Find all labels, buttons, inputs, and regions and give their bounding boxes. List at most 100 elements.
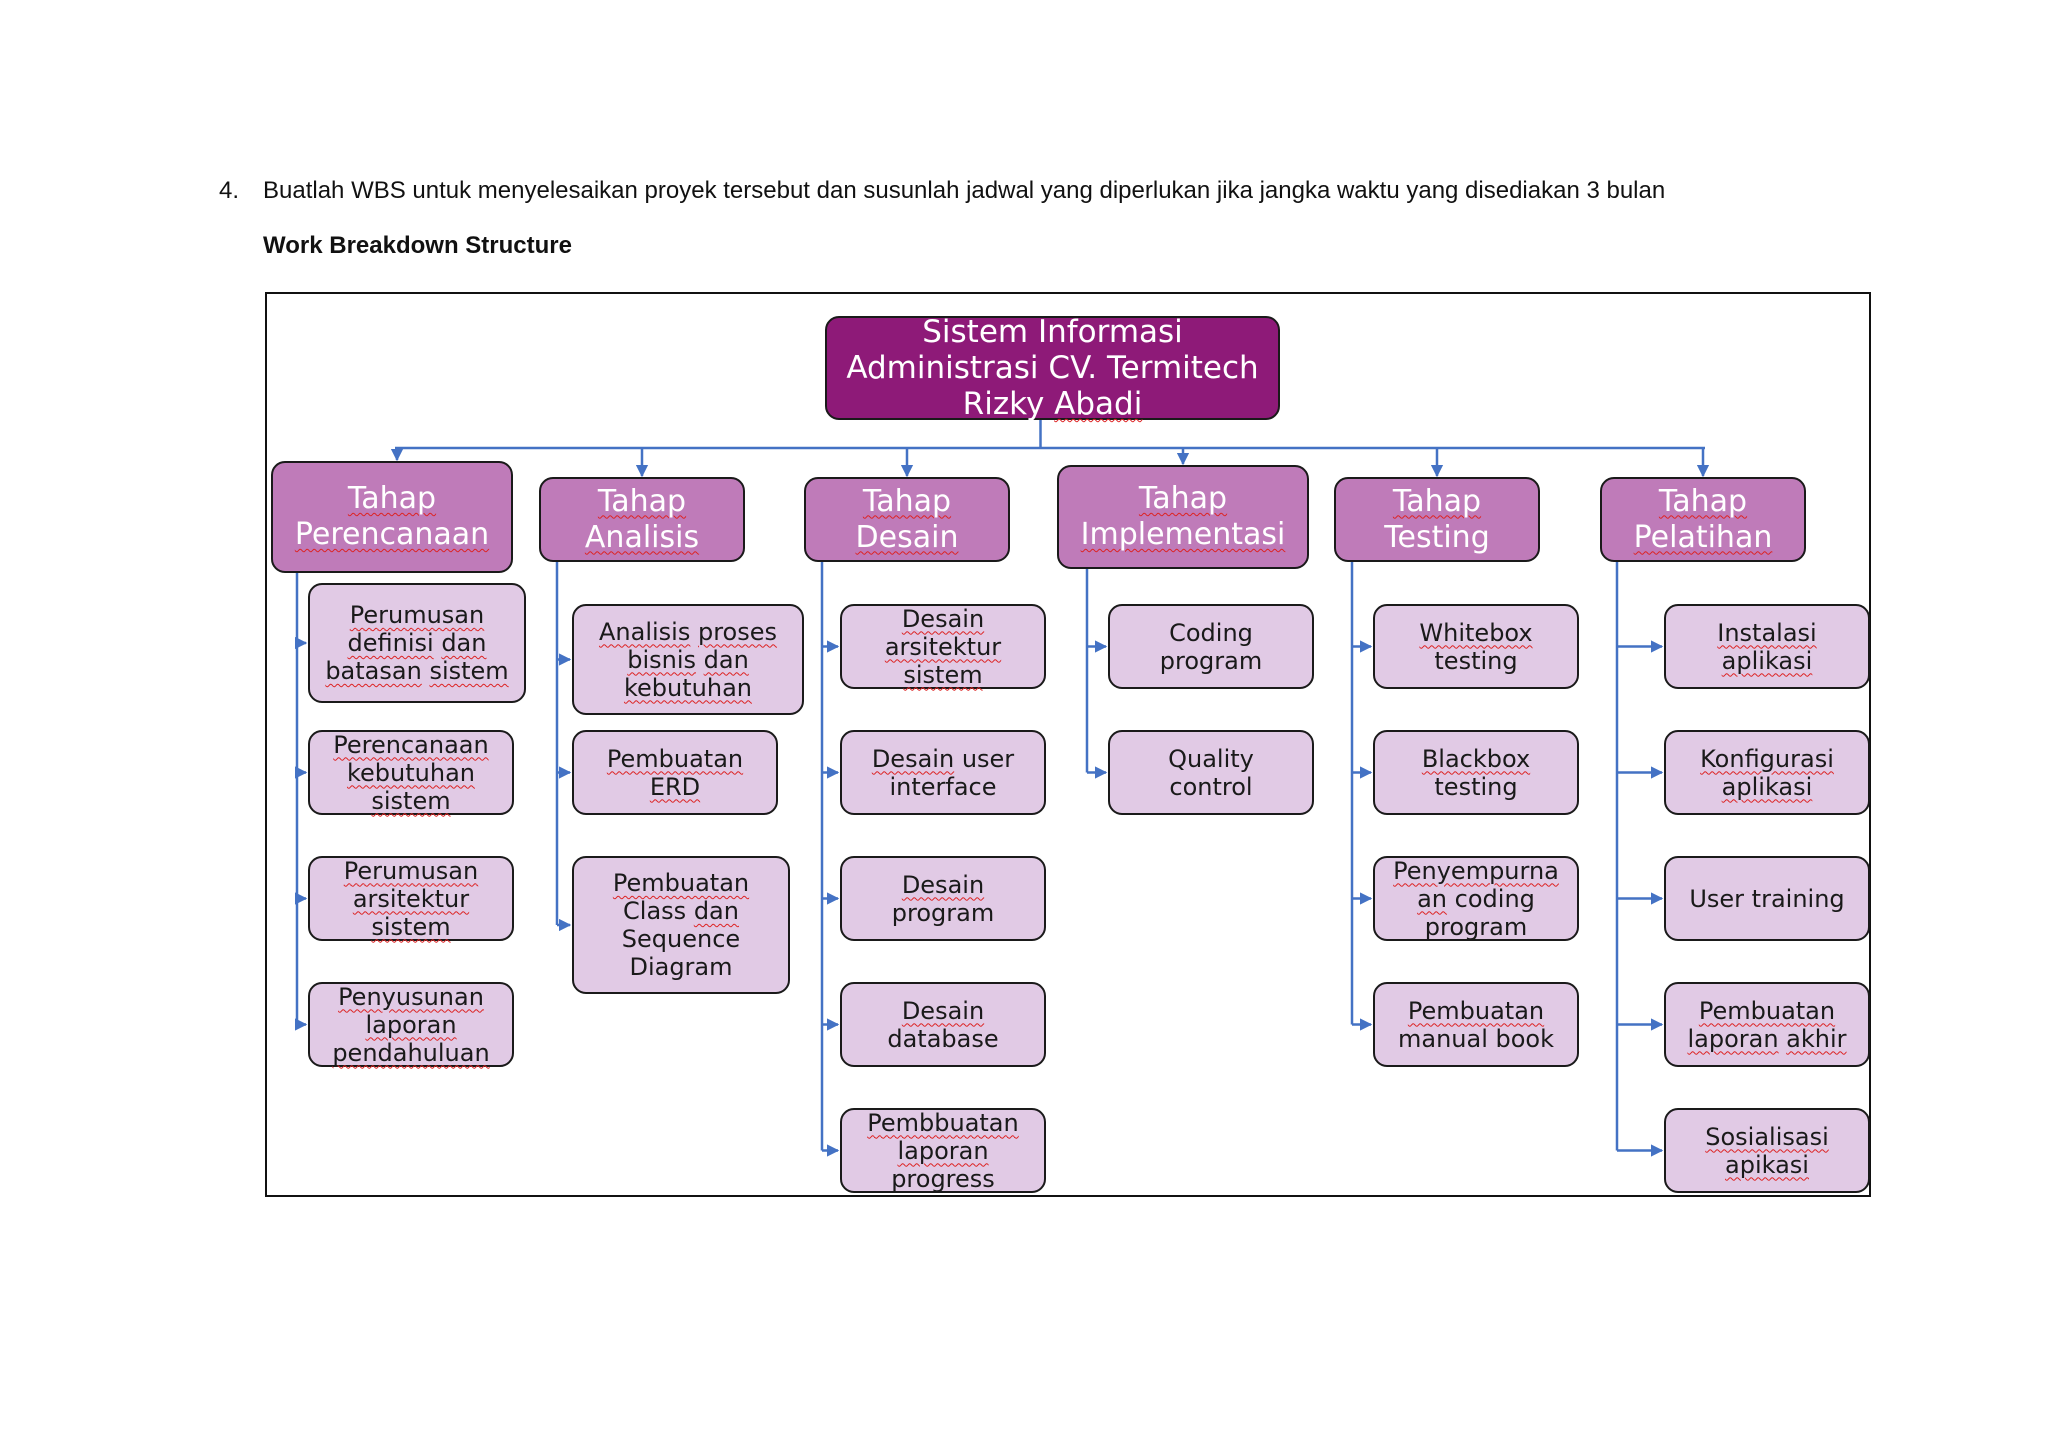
- phase-analisis-line: Analisis: [584, 519, 700, 555]
- phase-implementasi-line: Implementasi: [1080, 517, 1286, 552]
- task-pembuatan-manual-book-line: Pembuatan: [1407, 996, 1545, 1025]
- task-analisis-proses-bisnis-dan-kebutuhan-line: bisnis dan: [627, 645, 749, 674]
- task-perencanaan-kebutuhan-sistem-line: Perencanaan: [333, 730, 489, 759]
- task-analisis-proses-bisnis-dan-kebutuhan-line: Analisis proses: [598, 617, 778, 646]
- task-whitebox-testing-line: testing: [1434, 646, 1518, 675]
- task-pembuatan-laporan-akhir-line: laporan akhir: [1687, 1024, 1847, 1053]
- section-title: Work Breakdown Structure: [263, 232, 572, 259]
- task-instalasi-aplikasi-line: Instalasi: [1717, 618, 1817, 647]
- task-blackbox-testing-line: testing: [1434, 772, 1518, 801]
- task-pembbuatan-laporan-progress-line: laporan: [897, 1136, 989, 1165]
- task-desain-database-line: Desain: [901, 996, 985, 1025]
- task-pembuatan-erd-line: ERD: [649, 772, 701, 801]
- question-number: 4.: [219, 177, 240, 204]
- task-perencanaan-kebutuhan-sistem-line: sistem: [371, 786, 451, 815]
- task-pembuatan-erd-line: Pembuatan: [606, 744, 744, 773]
- task-perumusan-arsitektur-sistem-line: sistem: [371, 912, 451, 941]
- task-penyusunan-laporan-pendahuluan-line: laporan: [365, 1010, 457, 1039]
- task-penyempurna-an-coding-program-line: an coding: [1417, 884, 1535, 913]
- task-pembuatan-laporan-akhir-line: Pembuatan: [1698, 996, 1836, 1025]
- task-perencanaan-kebutuhan-sistem-line: kebutuhan: [346, 758, 475, 787]
- phase-desain-line: Tahap: [862, 483, 952, 519]
- task-penyempurna-an-coding-program-line: Penyempurna: [1393, 856, 1559, 885]
- phase-perencanaan-line: Perencanaan: [294, 517, 490, 552]
- task-pembuatan-class-dan-sequence-diagram-line: Diagram: [629, 953, 733, 981]
- task-penyempurna-an-coding-program-line: program: [1424, 912, 1528, 941]
- task-desain-program-line: Desain: [901, 870, 985, 899]
- task-coding-program-line: Coding: [1169, 618, 1253, 647]
- task-user-training-line: User training: [1689, 884, 1845, 913]
- task-perumusan-arsitektur-sistem-line: arsitektur: [352, 884, 470, 913]
- task-pembuatan-class-dan-sequence-diagram-line: Class dan: [623, 897, 739, 925]
- task-perumusan-arsitektur-sistem-line: Perumusan: [343, 856, 479, 885]
- task-konfigurasi-aplikasi-line: aplikasi: [1721, 772, 1813, 801]
- task-pembuatan-class-dan-sequence-diagram-line: Pembuatan: [612, 869, 750, 897]
- task-user-training: User training: [1664, 856, 1870, 941]
- phase-testing-line: Tahap: [1392, 483, 1482, 519]
- task-perumusan-definisi-dan-batasan-sistem-line: definisi dan: [347, 629, 487, 657]
- task-sosialisasi-apikasi-line: Sosialisasi: [1705, 1122, 1829, 1151]
- task-desain-arsitektur-sistem-line: arsitektur: [884, 632, 1002, 661]
- task-penyusunan-laporan-pendahuluan-line: pendahuluan: [332, 1038, 490, 1067]
- task-desain-arsitektur-sistem-line: Desain: [901, 604, 985, 633]
- phase-desain-line: Desain: [855, 519, 959, 555]
- phase-analisis-line: Tahap: [597, 483, 687, 519]
- root-node-line: Rizky Abadi: [962, 386, 1143, 422]
- task-pembbuatan-laporan-progress-line: progress: [891, 1164, 995, 1193]
- task-whitebox-testing-line: Whitebox: [1419, 618, 1533, 647]
- task-quality-control-line: control: [1169, 772, 1253, 801]
- task-penyusunan-laporan-pendahuluan-line: Penyusunan: [338, 982, 484, 1011]
- task-perumusan-definisi-dan-batasan-sistem-line: Perumusan: [349, 601, 485, 629]
- task-instalasi-aplikasi-line: aplikasi: [1721, 646, 1813, 675]
- root-node-line: Sistem Informasi: [922, 314, 1183, 350]
- task-desain-program-line: program: [891, 898, 995, 927]
- task-sosialisasi-apikasi-line: apikasi: [1725, 1150, 1809, 1179]
- task-desain-user-interface-line: Desain user: [871, 744, 1015, 773]
- phase-pelatihan-line: Tahap: [1658, 483, 1748, 519]
- task-coding-program-line: program: [1159, 646, 1263, 675]
- task-quality-control-line: Quality: [1168, 744, 1254, 773]
- phase-testing-line: Testing: [1384, 519, 1490, 555]
- task-perumusan-definisi-dan-batasan-sistem-line: batasan sistem: [325, 657, 509, 685]
- task-pembuatan-manual-book-line: manual book: [1397, 1024, 1555, 1053]
- task-blackbox-testing-line: Blackbox: [1421, 744, 1531, 773]
- phase-implementasi-line: Tahap: [1138, 481, 1228, 516]
- phase-pelatihan-line: Pelatihan: [1633, 519, 1773, 555]
- task-pembuatan-class-dan-sequence-diagram-line: Sequence: [621, 925, 741, 953]
- wbs-diagram-frame: [265, 292, 1871, 1197]
- task-konfigurasi-aplikasi-line: Konfigurasi: [1700, 744, 1834, 773]
- task-desain-database-line: database: [887, 1024, 999, 1053]
- task-desain-user-interface-line: interface: [889, 772, 997, 801]
- task-pembbuatan-laporan-progress-line: Pembbuatan: [867, 1108, 1019, 1137]
- task-desain-arsitektur-sistem-line: sistem: [903, 660, 983, 689]
- root-node-line: Administrasi CV. Termitech: [846, 350, 1259, 386]
- task-analisis-proses-bisnis-dan-kebutuhan-line: kebutuhan: [623, 673, 752, 702]
